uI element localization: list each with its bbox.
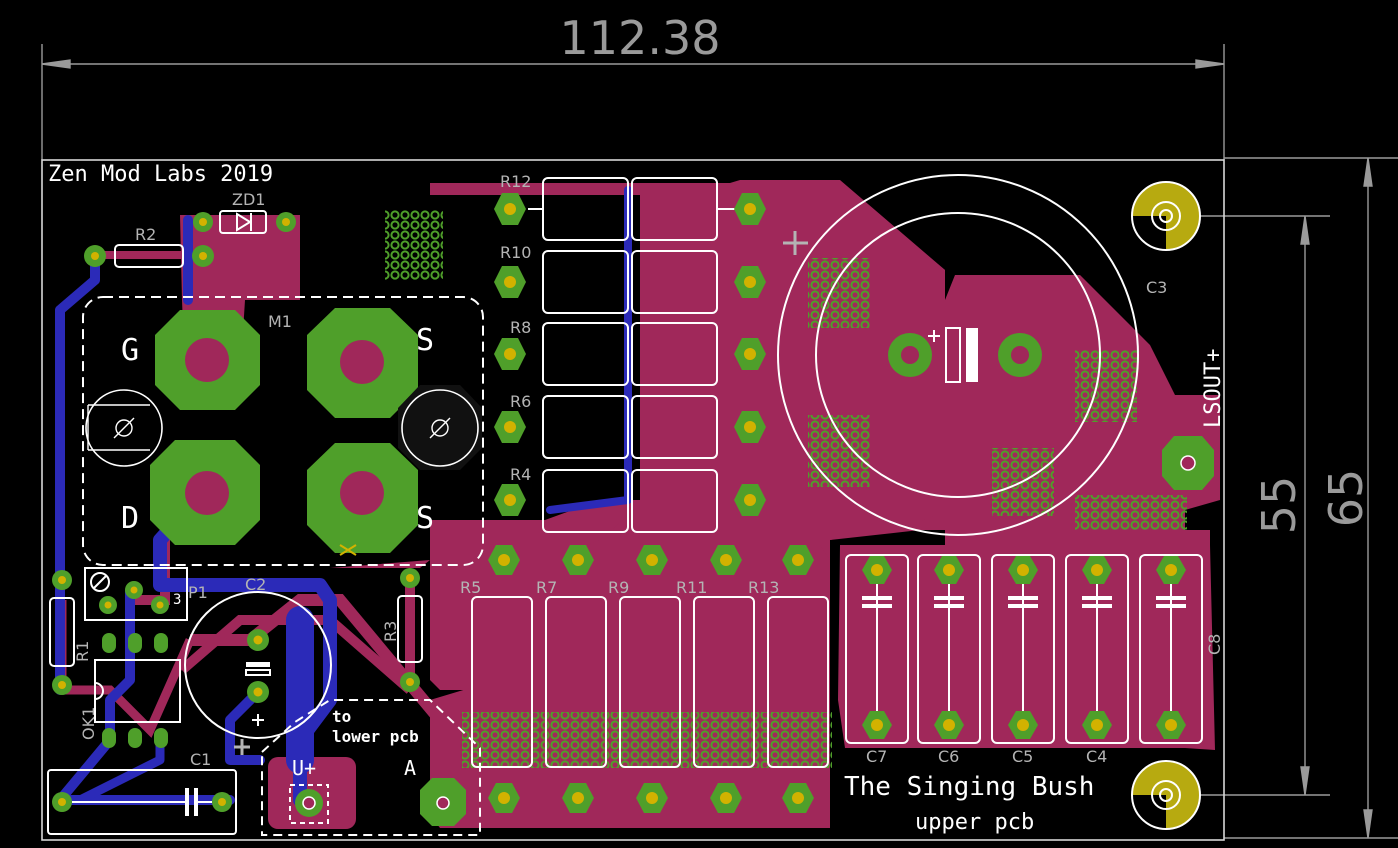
mosfet-gate-label: G: [121, 333, 139, 368]
resistor-r4: [494, 469, 766, 533]
lower-resistor-bank: [471, 545, 829, 813]
trimmer-p1: [84, 567, 188, 621]
lower-note-line2: lower pcb: [332, 727, 419, 746]
ref-p1: P1: [188, 583, 208, 602]
ref-r1: R1: [73, 641, 92, 662]
dimension-width-label: 112.38: [560, 11, 721, 65]
ref-c4: C4: [1086, 747, 1107, 766]
mosfet-drain-label: D: [121, 501, 139, 536]
ref-r9: R9: [608, 578, 629, 597]
ref-r6: R6: [510, 392, 531, 411]
board-outline: [41, 159, 1225, 841]
capacitor-c1: [47, 769, 237, 835]
resistor-r1: [49, 570, 75, 695]
ref-r7: R7: [536, 578, 557, 597]
ref-c2: C2: [245, 575, 266, 594]
resistor-r3: [397, 568, 423, 692]
ref-r13: R13: [748, 578, 779, 597]
resistor-r13: [767, 545, 829, 813]
mosfet-source-bottom-label: S: [416, 501, 434, 536]
capacitor-c5: [991, 554, 1055, 744]
p1-pin-label: 3: [173, 592, 181, 608]
resistor-r6: [494, 395, 766, 459]
capacitor-c2: [184, 591, 332, 755]
resistor-r8: [494, 322, 766, 386]
ref-ok1: OK1: [79, 707, 98, 740]
capacitor-c6: [917, 554, 981, 744]
ref-r10: R10: [500, 243, 531, 262]
ref-c8: C8: [1205, 634, 1224, 655]
resistor-r7: [545, 545, 607, 813]
capacitor-c3: [777, 174, 1139, 536]
ref-c5: C5: [1012, 747, 1033, 766]
uplus-label: U+: [292, 756, 316, 780]
ref-r8: R8: [510, 318, 531, 337]
ref-r12: R12: [500, 172, 531, 191]
zener-zd1: [193, 210, 296, 234]
ref-r11: R11: [676, 578, 707, 597]
ref-c3: C3: [1146, 278, 1167, 297]
board-title: The Singing Bush: [844, 772, 1094, 802]
mosfet-source-top-label: S: [416, 323, 434, 358]
board-subtitle: upper pcb: [915, 810, 1034, 835]
lower-note-line1: to: [332, 707, 351, 726]
upper-resistor-bank: [494, 177, 766, 533]
dimension-inner-height-label: 55: [1252, 476, 1306, 535]
ref-c1: C1: [190, 750, 211, 769]
mosfet-m1: [82, 296, 484, 566]
mounting-hole-top: [1131, 181, 1201, 251]
optocoupler-ok1: [94, 633, 181, 748]
capacitor-c4: [1065, 554, 1129, 744]
dimension-outer-height-label: 65: [1319, 469, 1373, 528]
thermal-hatch: [385, 210, 1187, 768]
ref-r5: R5: [460, 578, 481, 597]
ref-r4: R4: [510, 465, 531, 484]
ref-r3: R3: [381, 621, 400, 642]
ref-zd1: ZD1: [232, 190, 265, 209]
maker-label: Zen Mod Labs 2019: [48, 162, 273, 187]
film-caps: [845, 554, 1203, 744]
lower-pcb-connector: [261, 699, 481, 836]
lsout-pad: [1162, 436, 1214, 490]
resistor-r11: [693, 545, 755, 813]
resistor-r9: [619, 545, 681, 813]
resistor-r5: [471, 545, 533, 813]
dimension-lines: [41, 44, 1398, 839]
ref-c6: C6: [938, 747, 959, 766]
resistor-r2: [84, 244, 214, 268]
lsout-label: LSOUT+: [1201, 349, 1226, 428]
capacitor-c8: [1139, 554, 1203, 744]
resistor-r10: [494, 250, 766, 314]
ref-c7: C7: [866, 747, 887, 766]
ref-m1: M1: [268, 312, 292, 331]
a-label: A: [404, 756, 416, 780]
capacitor-c7: [845, 554, 909, 744]
ref-r2: R2: [135, 225, 156, 244]
mounting-hole-bottom: [1131, 760, 1201, 830]
resistor-r12: [494, 177, 766, 241]
